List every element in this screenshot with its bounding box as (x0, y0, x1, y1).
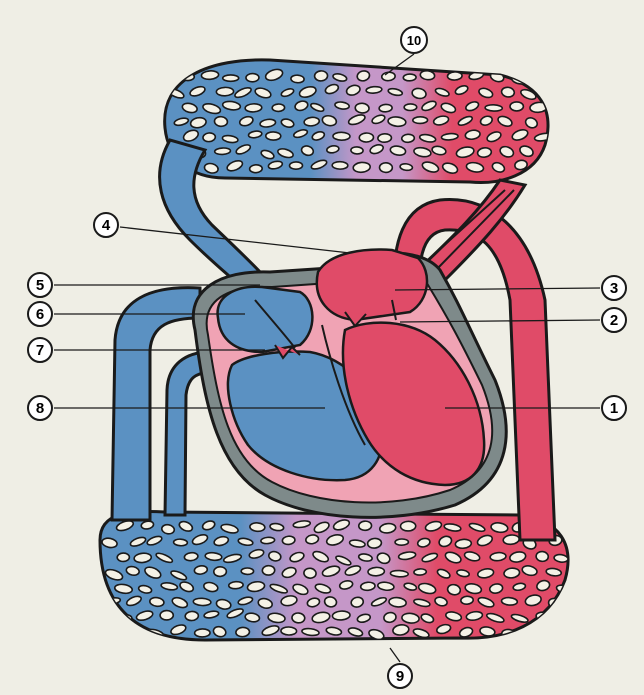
lower-capillary-gap (367, 538, 382, 549)
callout-10: 10 (401, 27, 427, 53)
lower-capillary-gap (490, 552, 506, 561)
upper-capillary-gap (216, 87, 233, 96)
upper-capillary-gap (359, 133, 374, 142)
upper-capillary-gap (201, 70, 219, 80)
upper-capillary-gap (401, 134, 414, 143)
upper-capillary-gap (447, 72, 462, 81)
callout-1: 1 (602, 396, 626, 420)
upper-capillary-gap (291, 75, 305, 83)
lower-capillary-gap (281, 627, 297, 636)
svg-text:1: 1 (610, 400, 618, 417)
upper-capillary-gap (272, 104, 285, 112)
right-atrium (218, 287, 313, 352)
upper-capillary-gap (533, 165, 547, 175)
lower-capillary-gap (117, 553, 129, 562)
lower-capillary-gap (193, 598, 211, 606)
upper-capillary-gap (246, 73, 259, 81)
callout-8: 8 (28, 396, 52, 420)
upper-capillary-gap (355, 103, 370, 114)
upper-capillary-gap (485, 105, 502, 112)
svg-text:10: 10 (407, 33, 421, 48)
upper-capillary-gap (403, 74, 416, 81)
lower-capillary-gap (501, 597, 517, 605)
callout-6: 6 (28, 302, 52, 326)
lower-capillary-gap (262, 565, 275, 575)
upper-capillary-gap (413, 117, 428, 124)
callout-7: 7 (28, 338, 52, 362)
upper-capillary-gap (223, 75, 239, 81)
lower-capillary-gap (414, 569, 427, 576)
lower-capillary-gap (461, 596, 474, 605)
upper-capillary-gap (266, 132, 281, 140)
left-atrium (317, 250, 427, 320)
callout-9: 9 (388, 664, 412, 688)
svg-text:2: 2 (610, 312, 618, 329)
upper-capillary-gap (215, 148, 231, 155)
upper-capillary-gap (249, 165, 262, 173)
lower-capillary-gap (544, 626, 562, 636)
lower-capillary-gap (236, 627, 250, 637)
callout-5: 5 (28, 273, 52, 297)
upper-capillary-gap (533, 69, 548, 80)
upper-capillary-gap (404, 104, 417, 111)
lower-capillary-network (100, 511, 573, 641)
lower-capillary-gap (551, 608, 570, 622)
svg-text:9: 9 (396, 668, 404, 685)
lower-capillary-gap (360, 582, 375, 591)
upper-capillary-gap (289, 162, 302, 169)
lower-capillary-gap (395, 539, 409, 545)
lower-capillary-gap (250, 522, 266, 531)
upper-capillary-gap (333, 132, 350, 140)
upper-capillary-gap (351, 147, 364, 155)
upper-capillary-gap (314, 71, 328, 82)
lower-capillary-gap (368, 567, 385, 576)
callout-4: 4 (94, 213, 118, 237)
upper-capillary-gap (214, 116, 228, 127)
svg-text:7: 7 (36, 342, 44, 359)
lower-capillary-gap (536, 551, 549, 562)
lower-capillary-gap (261, 537, 275, 544)
lower-capillary-gap (160, 610, 173, 620)
upper-capillary-gap (378, 133, 392, 142)
lower-capillary-gap (103, 627, 120, 635)
lower-capillary-gap (241, 568, 254, 575)
upper-capillary-gap (379, 163, 392, 173)
lower-capillary-gap (229, 581, 244, 589)
svg-text:3: 3 (610, 280, 618, 297)
svg-text:4: 4 (102, 217, 111, 234)
lower-capillary-gap (173, 539, 187, 546)
lower-capillary-gap (195, 629, 211, 637)
svg-text:6: 6 (36, 306, 44, 323)
lower-capillary-gap (282, 536, 295, 545)
lower-capillary-gap (292, 612, 306, 623)
upper-capillary-gap (245, 103, 262, 112)
svg-text:8: 8 (36, 400, 44, 417)
lower-capillary-gap (185, 611, 199, 621)
upper-capillary-network (165, 60, 553, 183)
lower-capillary-gap (214, 566, 227, 576)
lower-capillary-gap (400, 521, 415, 531)
upper-capillary-gap (332, 162, 348, 170)
svg-text:5: 5 (36, 277, 44, 294)
lower-capillary-gap (390, 570, 408, 577)
upper-capillary-gap (203, 132, 216, 142)
lower-capillary-gap (332, 611, 350, 621)
lower-capillary-gap (128, 627, 144, 636)
callout-2: 2 (602, 308, 626, 332)
lower-capillary-gap (455, 539, 472, 549)
upper-capillary-gap (510, 102, 523, 111)
callout-3: 3 (602, 276, 626, 300)
upper-capillary-gap (379, 104, 392, 112)
lower-capillary-gap (359, 521, 372, 531)
